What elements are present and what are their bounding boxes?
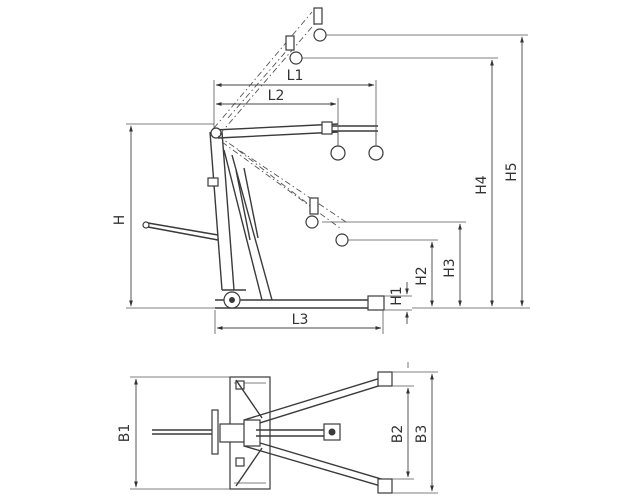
- rear-caster-bottom: [235, 457, 245, 467]
- boom-raised-top: [213, 11, 313, 129]
- l2-label: L2: [268, 88, 285, 104]
- hook-raised-short: [289, 51, 303, 65]
- boom-lowered-bottom: [221, 141, 341, 229]
- pump-handle-top: [147, 222, 219, 236]
- top-view: [152, 371, 393, 494]
- rear-wheel-hub: [229, 297, 235, 303]
- mast-right: [221, 131, 235, 291]
- top-view-dimensions: B1 B2 B3: [117, 362, 438, 494]
- leg-bottom-inner: [243, 445, 385, 488]
- h3-label: H3: [442, 258, 458, 277]
- mast-left: [209, 131, 223, 291]
- front-wheel: [367, 295, 385, 311]
- boom-lowered-top: [217, 135, 347, 223]
- pump-lever: [211, 409, 219, 455]
- leg-top-outer: [249, 382, 389, 427]
- ram-top-view: [243, 419, 261, 447]
- boom-lowered-sleeve: [309, 197, 319, 215]
- pump-handle-bottom: [147, 226, 219, 241]
- b3-label: B3: [414, 425, 430, 444]
- h-label: H: [112, 215, 128, 226]
- mast-brace: [231, 154, 273, 301]
- boom-raised-tip: [313, 7, 323, 25]
- hook-lowered-long: [335, 233, 349, 247]
- front-wheel-top: [377, 371, 393, 387]
- mast-brace-inner: [223, 149, 263, 301]
- hook-ring-long: [368, 145, 384, 161]
- leg-top-inner: [243, 376, 385, 421]
- side-view: [142, 7, 385, 311]
- h4-label: H4: [474, 175, 490, 195]
- hook-raised-long: [313, 28, 327, 42]
- h5-label: H5: [504, 162, 520, 181]
- boom-horizontal-bottom: [217, 131, 339, 139]
- h1-label: H1: [389, 286, 405, 305]
- handle-grip: [142, 221, 150, 229]
- boom-lowered-inner: [237, 149, 317, 211]
- side-view-dimensions: H L1 L2 L3 H1 H2 H3 H4: [112, 34, 530, 334]
- hook-ring-short: [330, 145, 346, 161]
- boom-horizontal-top: [213, 123, 339, 131]
- brace-bottom: [235, 447, 263, 487]
- brace-top: [235, 379, 263, 419]
- ram-cylinder-right: [243, 167, 259, 239]
- boom-raised-sleeve: [285, 35, 295, 51]
- l1-label: L1: [287, 68, 304, 84]
- boom-extension-sleeve: [321, 121, 333, 135]
- boom-raised-bottom: [219, 19, 319, 135]
- ram-cylinder-left: [235, 169, 251, 241]
- hook-lowered-short: [305, 215, 319, 229]
- b2-label: B2: [390, 425, 406, 444]
- hook-center: [328, 428, 336, 436]
- leg-bottom-outer: [249, 439, 389, 482]
- b1-label: B1: [117, 424, 133, 443]
- front-wheel-bottom: [377, 478, 393, 494]
- pump-unit: [207, 177, 219, 187]
- l3-label: L3: [292, 312, 309, 328]
- h2-label: H2: [414, 266, 430, 285]
